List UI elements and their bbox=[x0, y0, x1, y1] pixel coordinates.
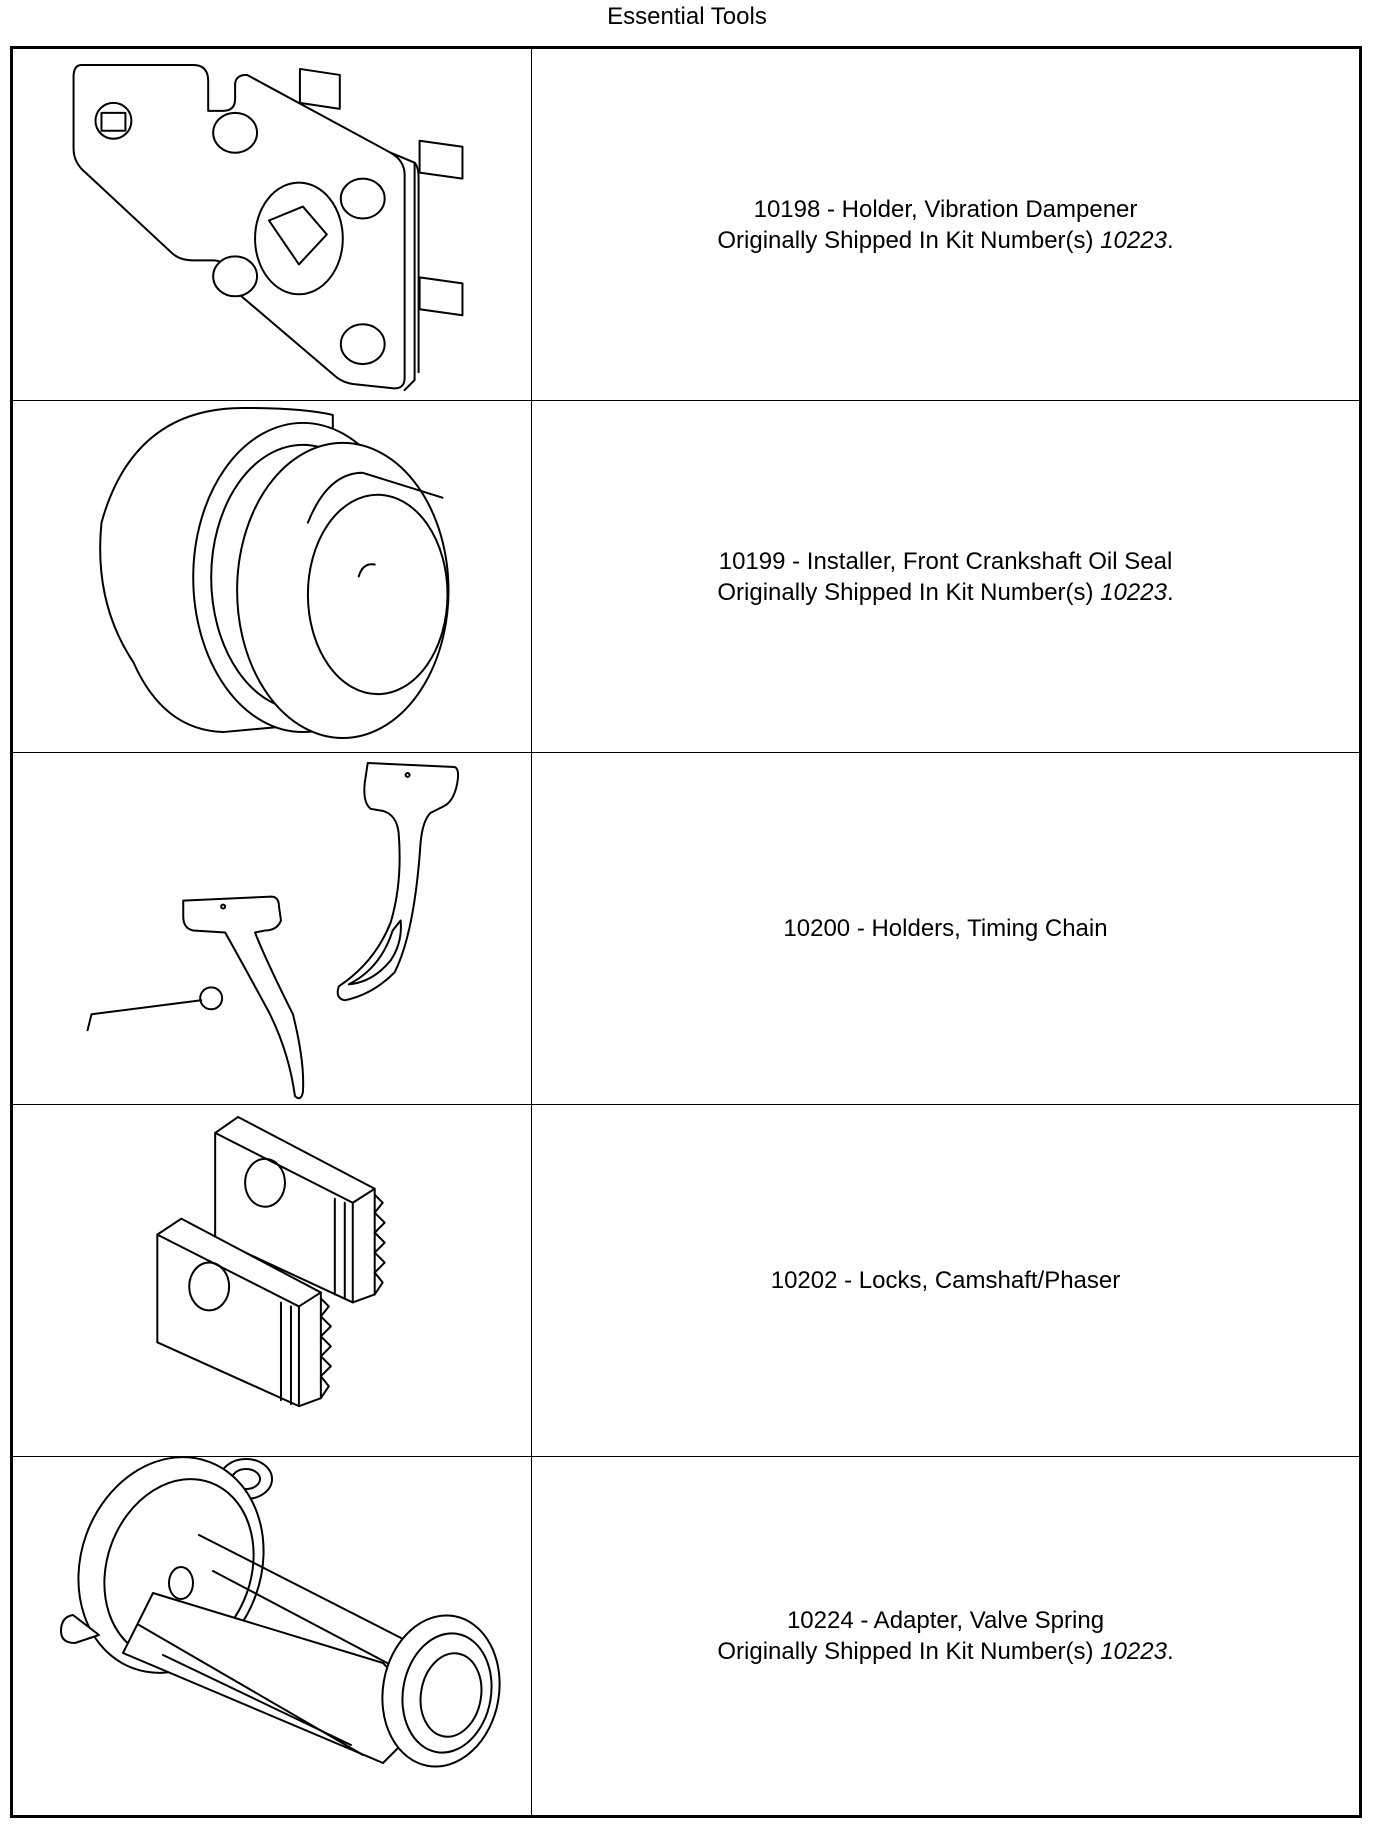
kit-number: 10223 bbox=[1100, 226, 1167, 254]
tool-description: 10198 - Holder, Vibration Dampener bbox=[753, 195, 1138, 223]
timing-chain-holders-icon bbox=[86, 761, 460, 1100]
tool-text-cell: 10224 - Adapter, Valve Spring Originally… bbox=[532, 1457, 1359, 1815]
shipped-prefix: Originally Shipped In Kit Number(s) bbox=[717, 1638, 1094, 1665]
crankshaft-seal-installer-icon bbox=[99, 406, 450, 740]
tool-row-10224: 10224 - Adapter, Valve Spring Originally… bbox=[13, 1457, 1359, 1815]
kit-number: 10223 bbox=[1100, 578, 1167, 606]
tool-image-cell bbox=[13, 1105, 532, 1456]
kit-number: 10223 bbox=[1100, 1638, 1167, 1665]
tool-description: 10224 - Adapter, Valve Spring bbox=[786, 1607, 1105, 1634]
camshaft-phaser-locks-icon bbox=[156, 1115, 386, 1408]
tool-row-10200: 10200 - Holders, Timing Chain bbox=[13, 753, 1359, 1105]
kit-suffix: . bbox=[1166, 1638, 1174, 1665]
valve-spring-adapter-icon bbox=[60, 1457, 501, 1768]
shipped-in-kit-line: Originally Shipped In Kit Number(s) 1022… bbox=[717, 1636, 1173, 1667]
tool-text-cell: 10202 - Locks, Camshaft/Phaser bbox=[532, 1105, 1359, 1456]
kit-suffix: . bbox=[1166, 226, 1174, 254]
tool-description: 10202 - Locks, Camshaft/Phaser bbox=[770, 1267, 1121, 1294]
tool-description: 10199 - Installer, Front Crankshaft Oil … bbox=[718, 547, 1173, 575]
tool-row-10198: 10198 - Holder, Vibration Dampener Origi… bbox=[13, 49, 1359, 401]
tool-text-cell: 10198 - Holder, Vibration Dampener Origi… bbox=[532, 49, 1359, 400]
tool-description: 10200 - Holders, Timing Chain bbox=[783, 915, 1108, 942]
tool-image-cell bbox=[13, 49, 532, 400]
shipped-prefix: Originally Shipped In Kit Number(s) bbox=[717, 226, 1094, 254]
shipped-in-kit-line: Originally Shipped In Kit Number(s) 1022… bbox=[717, 577, 1173, 608]
shipped-in-kit-line: Originally Shipped In Kit Number(s) 1022… bbox=[717, 225, 1173, 256]
tool-image-cell bbox=[13, 401, 532, 752]
tools-table: 10198 - Holder, Vibration Dampener Origi… bbox=[10, 46, 1362, 1818]
tool-image-cell bbox=[13, 1457, 532, 1815]
vibration-dampener-holder-icon bbox=[72, 63, 464, 392]
tool-image-cell bbox=[13, 753, 532, 1104]
shipped-prefix: Originally Shipped In Kit Number(s) bbox=[717, 578, 1094, 606]
tool-row-10199: 10199 - Installer, Front Crankshaft Oil … bbox=[13, 401, 1359, 753]
page-title: Essential Tools bbox=[607, 3, 767, 30]
tool-text-cell: 10200 - Holders, Timing Chain bbox=[532, 753, 1359, 1104]
tool-row-10202: 10202 - Locks, Camshaft/Phaser bbox=[13, 1105, 1359, 1457]
tool-text-cell: 10199 - Installer, Front Crankshaft Oil … bbox=[532, 401, 1359, 752]
kit-suffix: . bbox=[1166, 578, 1174, 606]
